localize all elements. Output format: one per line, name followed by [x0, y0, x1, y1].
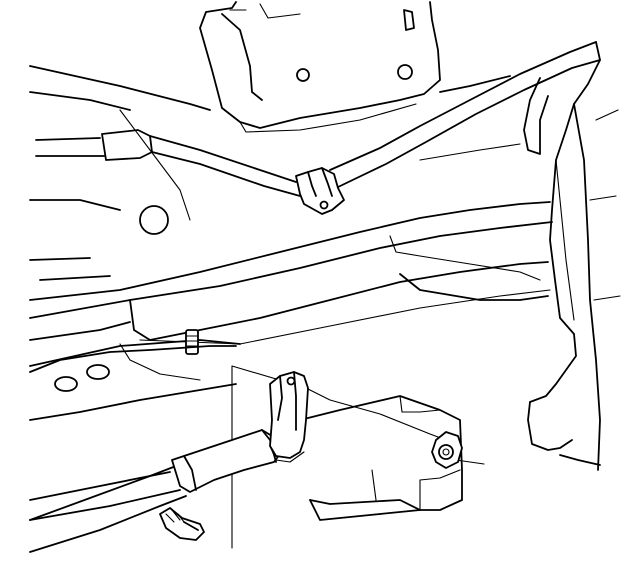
clip-nut [431, 431, 463, 469]
frame-rail [523, 41, 621, 471]
clip-stud [185, 329, 199, 355]
body-panel-lines [29, 65, 521, 281]
lower-brake-cable [29, 429, 281, 553]
upper-brake-cable [35, 41, 601, 197]
upper-cable-clip [295, 167, 345, 215]
crossmember [29, 201, 553, 367]
upper-bracket [199, 1, 441, 133]
mount-bolt [159, 507, 205, 541]
lower-bracket [299, 395, 463, 521]
lower-frame-panel [29, 343, 237, 521]
lower-cable-clip [269, 371, 309, 463]
